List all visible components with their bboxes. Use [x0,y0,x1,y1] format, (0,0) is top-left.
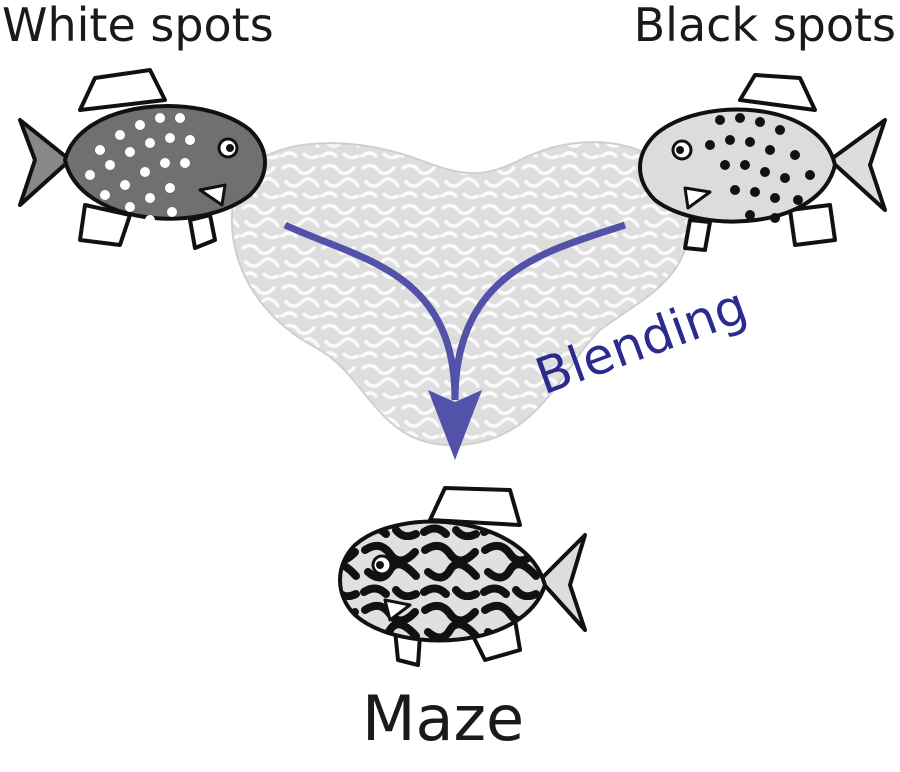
black-spots-fish [638,73,887,252]
white-spots-label: White spots [2,0,274,52]
black-spots-label: Black spots [633,0,896,52]
maze-pattern-blob [230,141,692,447]
maze-fish [338,486,587,667]
blending-arrow [283,221,627,460]
white-spots-fish [18,68,267,250]
maze-label: Maze [362,682,525,755]
arrowhead-icon [428,390,482,460]
